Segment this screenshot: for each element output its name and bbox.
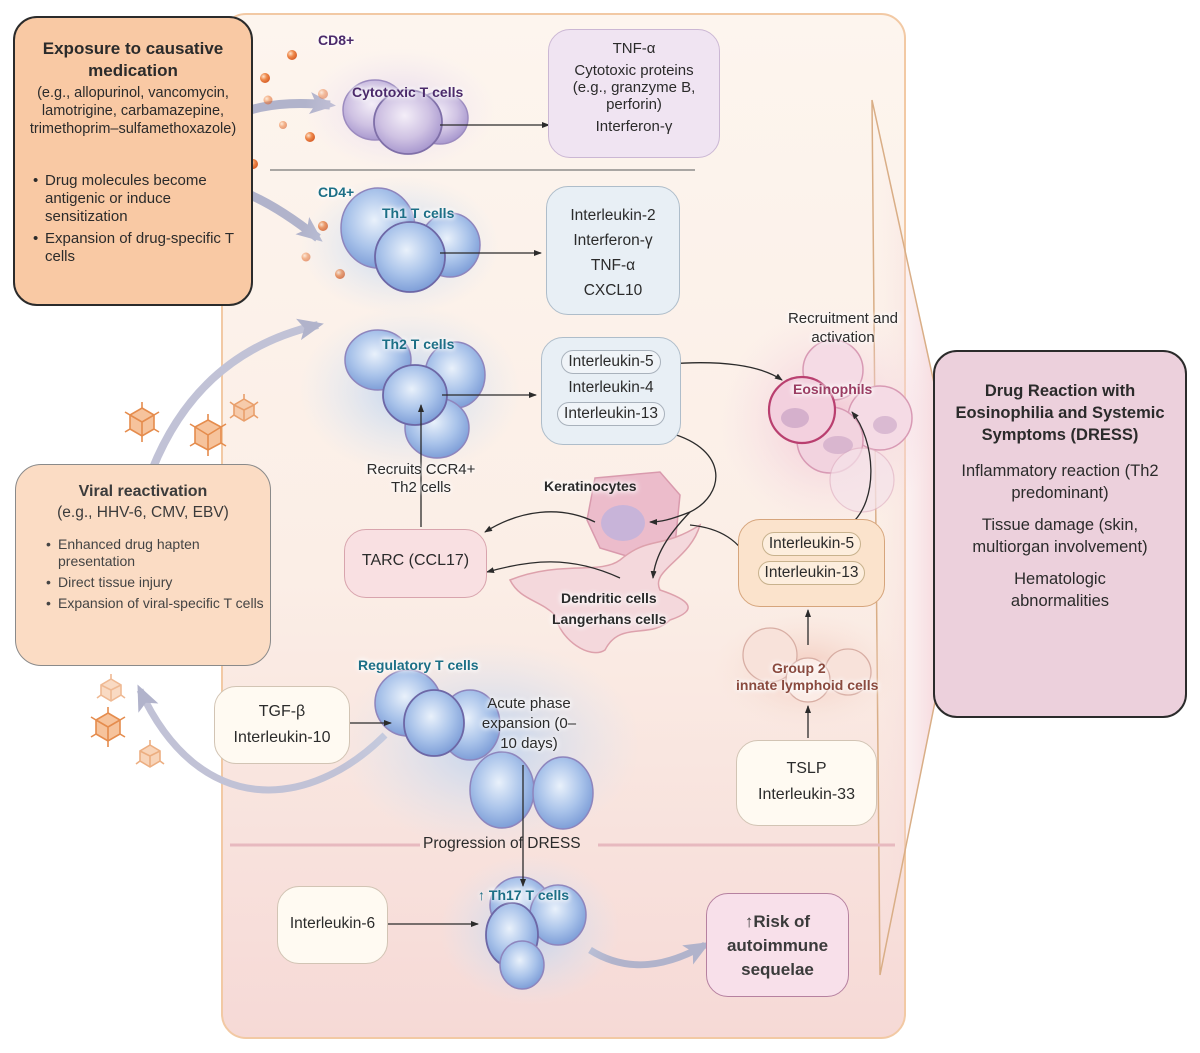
arrow-keratinocyte-to-tarc bbox=[484, 511, 596, 533]
risk-line2: autoimmune bbox=[726, 936, 829, 955]
cd8-cytokine-box: TNF-α Cytotoxic proteins (e.g., granzyme… bbox=[548, 29, 720, 158]
arrow-il13-curve bbox=[669, 432, 717, 513]
exposure-bullets: Drug molecules become antigenic or induc… bbox=[31, 172, 245, 266]
th1-t-cells-label: Th1 T cells bbox=[382, 205, 455, 221]
cd8-output: Interferon-γ bbox=[595, 118, 673, 135]
th2-t-cells-label: Th2 T cells bbox=[382, 336, 455, 352]
th1-cytokine-box: Interleukin-2 Interferon-γ TNF-α CXCL10 bbox=[546, 186, 680, 315]
eosinophil-cluster bbox=[720, 310, 940, 530]
viral-bullets: Enhanced drug hapten presentation Direct… bbox=[44, 536, 270, 612]
regulatory-t-cells-label: Regulatory T cells bbox=[358, 657, 479, 673]
dress-title: Drug Reaction with Eosinophilia and Syst… bbox=[955, 382, 1165, 444]
th1-output: TNF-α bbox=[590, 257, 636, 274]
ilc2-il5-pill: Interleukin-5 bbox=[761, 532, 862, 556]
progression-label: Progression of DRESS bbox=[423, 835, 581, 852]
th17-cell-cluster bbox=[440, 855, 620, 1005]
virus-particles bbox=[90, 394, 259, 768]
exposure-examples: (e.g., allopurinol, vancomycin, lamotrig… bbox=[29, 85, 237, 137]
cd8-output: perforin) bbox=[606, 96, 662, 113]
innate-lymphoid-cells-label: innate lymphoid cells bbox=[736, 677, 879, 693]
viral-reactivation-box: Viral reactivation (e.g., HHV-6, CMV, EB… bbox=[15, 464, 271, 666]
viral-bullet: Expansion of viral-specific T cells bbox=[44, 595, 268, 612]
cd8-label: CD8+ bbox=[318, 32, 355, 48]
viral-title: Viral reactivation bbox=[78, 483, 208, 500]
keratinocytes-label: Keratinocytes bbox=[544, 478, 637, 494]
th1-output: Interleukin-2 bbox=[570, 207, 656, 224]
arrow-il5-to-eosinophils bbox=[667, 362, 783, 381]
th17-t-cells-label: ↑ Th17 T cells bbox=[478, 887, 569, 903]
dendritic-cells-label: Dendritic cells bbox=[561, 590, 657, 606]
cd8-output: TNF-α bbox=[612, 40, 656, 57]
il6-box: Interleukin-6 bbox=[277, 886, 388, 964]
ilc2-cell-cluster bbox=[713, 610, 903, 730]
risk-line3: sequelae bbox=[741, 960, 814, 979]
th2-cell-cluster bbox=[300, 305, 520, 475]
cd8-output: Cytotoxic proteins bbox=[574, 62, 694, 79]
viral-bullet: Direct tissue injury bbox=[44, 574, 270, 591]
cd4-label: CD4+ bbox=[318, 184, 355, 200]
risk-box: ↑Risk of autoimmune sequelae bbox=[706, 893, 849, 997]
treg-cell-cluster bbox=[340, 640, 640, 850]
il33-input: Interleukin-33 bbox=[758, 786, 855, 803]
exposure-bullet: Drug molecules become antigenic or induc… bbox=[31, 172, 245, 226]
tgf-box: TGF-β Interleukin-10 bbox=[214, 686, 350, 764]
dress-summary-box: Drug Reaction with Eosinophilia and Syst… bbox=[933, 350, 1187, 718]
tslp-input: TSLP bbox=[786, 760, 827, 777]
th1-output: CXCL10 bbox=[583, 282, 643, 299]
eosinophils-label: Eosinophils bbox=[793, 381, 873, 397]
langerhans-cells-label: Langerhans cells bbox=[552, 611, 667, 627]
ilc2-il13-pill: Interleukin-13 bbox=[757, 561, 866, 585]
viral-bullet: Enhanced drug hapten presentation bbox=[44, 536, 238, 570]
group2-label: Group 2 bbox=[772, 660, 826, 676]
th2-il5-pill: Interleukin-5 bbox=[561, 350, 661, 374]
arrow-viral-to-th2 bbox=[148, 318, 324, 472]
tslp-box: TSLP Interleukin-33 bbox=[736, 740, 877, 826]
keratinocyte-cell bbox=[586, 471, 681, 561]
dress-item: Hematologic abnormalities bbox=[1010, 570, 1110, 610]
tarc-box: TARC (CCL17) bbox=[344, 529, 487, 598]
viral-examples: (e.g., HHV-6, CMV, EBV) bbox=[57, 504, 229, 521]
exposure-title: Exposure to causative medication bbox=[42, 39, 224, 80]
il6-input: Interleukin-6 bbox=[289, 915, 376, 932]
cd8-cell-cluster bbox=[305, 48, 495, 172]
il10-input: Interleukin-10 bbox=[233, 729, 331, 746]
ilc2-cytokine-box: Interleukin-5 Interleukin-13 bbox=[738, 519, 885, 607]
tgf-beta-input: TGF-β bbox=[258, 703, 306, 720]
recruits-ccr4-label: Recruits CCR4+ Th2 cells bbox=[366, 461, 476, 496]
exposure-box: Exposure to causative medication (e.g., … bbox=[13, 16, 253, 306]
up-arrow-icon: ↑ bbox=[478, 887, 485, 903]
th1-output: Interferon-γ bbox=[573, 232, 653, 249]
tarc-label: TARC (CCL17) bbox=[361, 552, 470, 569]
risk-line1: Risk of bbox=[753, 912, 811, 931]
cytotoxic-t-cells-label: Cytotoxic T cells bbox=[352, 84, 464, 100]
arrow-ilc-il5-to-eosinophils bbox=[849, 411, 872, 526]
arrow-to-dendritic bbox=[650, 511, 691, 579]
th17-label-text: Th17 T cells bbox=[488, 887, 570, 903]
arrow-to-keratinocytes bbox=[649, 511, 691, 525]
dress-item: Tissue damage (skin, multiorgan involvem… bbox=[972, 516, 1148, 556]
exposure-bullet: Expansion of drug-specific T cells bbox=[31, 230, 245, 266]
dendritic-cell bbox=[508, 523, 702, 654]
th2-il4: Interleukin-4 bbox=[568, 379, 654, 396]
up-arrow-icon: ↑ bbox=[744, 912, 754, 931]
th1-cell-cluster bbox=[300, 175, 500, 315]
th2-cytokine-box: Interleukin-5 Interleukin-4 Interleukin-… bbox=[541, 337, 681, 445]
acute-phase-label: Acute phase expansion (0–10 days) bbox=[481, 695, 577, 752]
dress-item: Inflammatory reaction (Th2 predominant) bbox=[961, 462, 1159, 502]
recruitment-activation-label: Recruitment and activation bbox=[787, 310, 899, 346]
arrow-dendritic-to-tarc bbox=[486, 561, 621, 579]
th2-il13-pill: Interleukin-13 bbox=[557, 402, 665, 426]
cd8-output: (e.g., granzyme B, bbox=[572, 79, 696, 96]
